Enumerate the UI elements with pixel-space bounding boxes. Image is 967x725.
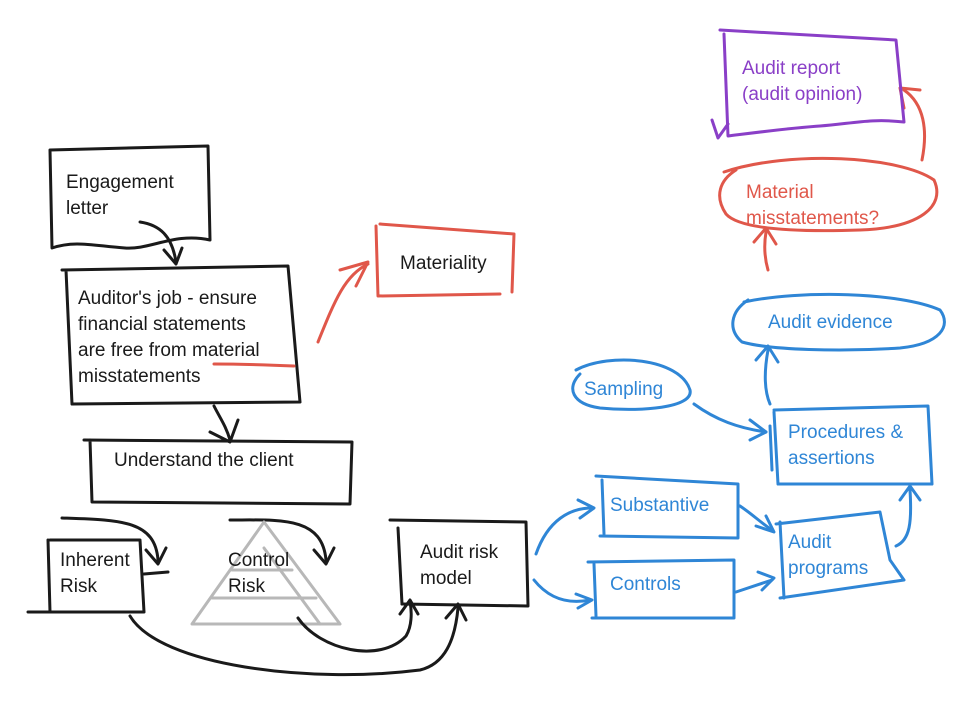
sampling-label: Sampling: [584, 379, 664, 400]
arrow-sampling-to-procedures: [692, 402, 768, 442]
arrow-understand-to-control: [228, 518, 336, 566]
material-underline: [212, 362, 296, 368]
control-risk-line-2: Risk: [228, 576, 265, 597]
controls-box: [586, 558, 736, 620]
misstatements-line-1: Material: [746, 182, 814, 203]
audit-report-box: [710, 28, 906, 140]
control-risk-label: Control Risk: [228, 548, 289, 600]
audit-report-line-2: (audit opinion): [742, 84, 863, 105]
arrow-misstatements-to-report: [898, 86, 927, 162]
inherent-risk-box: [26, 538, 170, 614]
triangle-logo-icon: [190, 520, 342, 626]
audit-programs-line-1: Audit: [788, 532, 832, 553]
arrow-model-to-controls: [532, 578, 594, 610]
controls-label: Controls: [610, 574, 681, 595]
audit-report-label: Audit report (audit opinion): [742, 56, 862, 108]
audit-programs-line-2: programs: [788, 558, 869, 579]
substantive-box: [594, 474, 740, 540]
arrow-understand-to-inherent: [60, 516, 168, 566]
engagement-letter-line-1: Engagement: [66, 172, 174, 193]
audit-evidence-ellipse: [731, 292, 946, 352]
arrow-model-to-substantive: [534, 498, 596, 556]
auditors-job-line-4: misstatements: [78, 366, 201, 387]
arrow-control-to-model: [296, 598, 420, 653]
audit-risk-model-line-2: model: [420, 568, 472, 589]
arrow-engagement-to-job: [138, 220, 184, 266]
auditors-job-line-3: are free from material: [78, 340, 260, 361]
inherent-risk-line-1: Inherent: [60, 550, 130, 571]
arrow-job-to-understand: [208, 404, 240, 444]
auditors-job-line-2: financial statements: [78, 314, 246, 335]
material-misstatements-label: Material misstatements?: [746, 180, 879, 232]
arrow-job-to-materiality: [316, 260, 370, 344]
arrow-controls-to-programs: [734, 570, 776, 594]
arrow-substantive-to-programs: [738, 504, 776, 534]
audit-programs-box: [774, 510, 906, 600]
materiality-label: Materiality: [400, 253, 487, 274]
engagement-letter-line-2: letter: [66, 198, 109, 219]
sampling-ellipse: [571, 358, 692, 411]
engagement-letter-box: [48, 144, 212, 250]
inherent-risk-line-2: Risk: [60, 576, 97, 597]
procedures-box: [768, 404, 934, 486]
inherent-risk-label: Inherent Risk: [60, 548, 130, 600]
arrow-inherent-to-model: [128, 602, 468, 677]
misstatements-line-2: misstatements?: [746, 208, 880, 229]
engagement-letter-label: Engagement letter: [66, 170, 174, 222]
procedures-line-2: assertions: [788, 448, 875, 469]
auditors-job-line-1: Auditor's job - ensure: [78, 288, 257, 309]
audit-risk-model-line-1: Audit risk: [420, 542, 499, 563]
procedures-assertions-label: Procedures & assertions: [788, 420, 903, 472]
materiality-box: [374, 222, 516, 298]
audit-risk-model-label: Audit risk model: [420, 540, 498, 592]
material-misstatements-ellipse: [718, 156, 939, 233]
substantive-label: Substantive: [610, 495, 710, 516]
audit-report-line-1: Audit report: [742, 58, 841, 79]
procedures-line-1: Procedures &: [788, 422, 904, 443]
auditors-job-box: [60, 264, 302, 406]
understand-client-label: Understand the client: [114, 450, 294, 471]
control-risk-line-1: Control: [228, 550, 290, 571]
arrow-procedures-to-evidence: [754, 344, 780, 406]
audit-risk-model-box: [388, 518, 530, 608]
auditors-job-label: Auditor's job - ensure financial stateme…: [78, 286, 260, 390]
arrow-evidence-to-misstatements: [752, 226, 778, 272]
arrow-programs-to-procedures: [894, 484, 922, 548]
audit-evidence-label: Audit evidence: [768, 312, 893, 333]
understand-client-box: [82, 438, 354, 506]
audit-programs-label: Audit programs: [788, 530, 868, 582]
